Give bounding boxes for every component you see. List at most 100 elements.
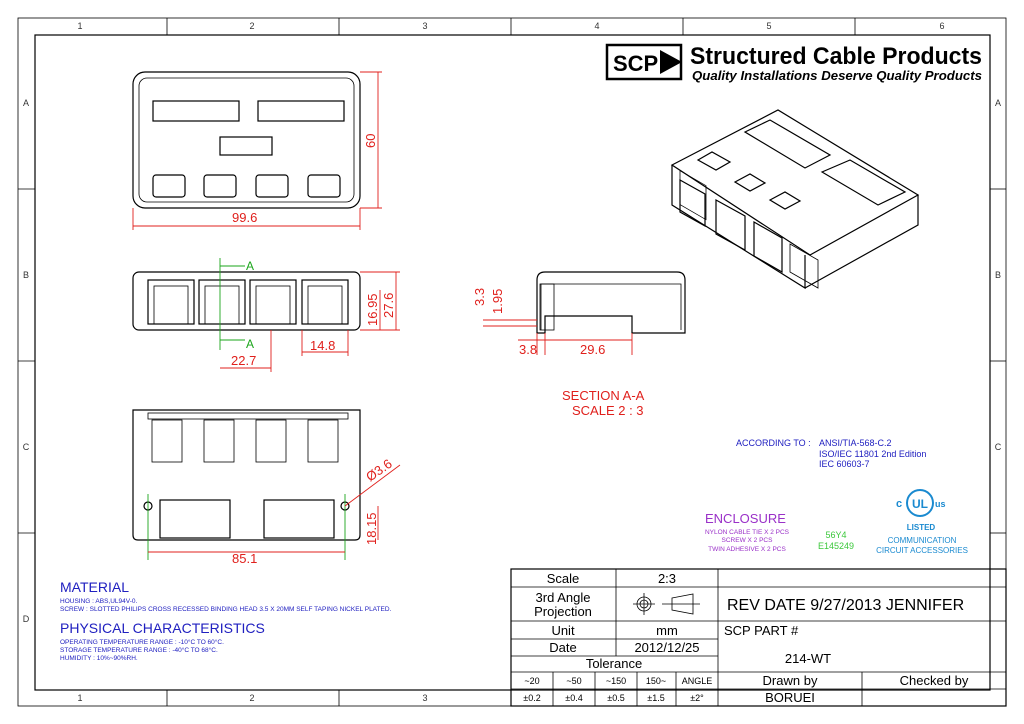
- svg-text:Unit: Unit: [551, 623, 575, 638]
- svg-text:NYLON CABLE TIE X 2 PCS: NYLON CABLE TIE X 2 PCS: [705, 529, 790, 536]
- svg-text:60: 60: [363, 134, 378, 148]
- svg-text:Drawn by: Drawn by: [763, 673, 818, 688]
- section-view: [536, 271, 686, 334]
- svg-text:3: 3: [422, 21, 427, 31]
- svg-text:3rd Angle: 3rd Angle: [536, 590, 591, 605]
- grid-labels: 1 2 3 4 5 6 1 2 3 A B C D A B C: [23, 21, 1002, 703]
- svg-text:MATERIAL: MATERIAL: [60, 579, 129, 595]
- front-view: [132, 71, 361, 209]
- svg-text:C: C: [995, 442, 1002, 452]
- svg-text:ENCLOSURE: ENCLOSURE: [705, 511, 786, 526]
- section-dimensions: 3.3 1.95 3.8 29.6: [472, 288, 633, 357]
- svg-text:Quality Installations Deserve: Quality Installations Deserve Quality Pr…: [692, 68, 982, 83]
- svg-text:CIRCUIT ACCESSORIES: CIRCUIT ACCESSORIES: [876, 546, 968, 555]
- svg-text:2: 2: [249, 21, 254, 31]
- company-logo: SCP Structured Cable Products Quality In…: [605, 43, 982, 83]
- svg-text:HOUSING : ABS,UL94V-0.: HOUSING : ABS,UL94V-0.: [60, 598, 138, 605]
- svg-text:COMMUNICATION: COMMUNICATION: [888, 536, 957, 545]
- grid-ticks: [18, 18, 1006, 706]
- svg-text:Checked by: Checked by: [900, 673, 969, 688]
- svg-text:A: A: [246, 259, 254, 273]
- svg-text:1: 1: [77, 693, 82, 703]
- svg-text:STORAGE TEMPERATURE RANGE : -4: STORAGE TEMPERATURE RANGE : -40°C TO 68°…: [60, 646, 218, 654]
- svg-text:SCREW : SLOTTED PHILIPS CROSS: SCREW : SLOTTED PHILIPS CROSS RECESSED B…: [60, 606, 392, 613]
- svg-text:±1.5: ±1.5: [647, 693, 664, 703]
- svg-text:85.1: 85.1: [232, 551, 257, 566]
- svg-text:C: C: [23, 442, 30, 452]
- isometric-view: [670, 109, 920, 290]
- side-view: [132, 271, 361, 331]
- svg-text:LISTED: LISTED: [907, 523, 936, 532]
- side-dimensions: A A 22.7 14.8 16.95 27.6: [219, 258, 400, 372]
- svg-text:56Y4: 56Y4: [825, 530, 846, 540]
- svg-text:ANGLE: ANGLE: [682, 676, 713, 686]
- svg-text:±0.5: ±0.5: [607, 693, 624, 703]
- svg-text:5: 5: [766, 21, 771, 31]
- svg-text:2: 2: [249, 693, 254, 703]
- svg-text:2012/12/25: 2012/12/25: [634, 640, 699, 655]
- enclosure-notes: ENCLOSURE NYLON CABLE TIE X 2 PCS SCREW …: [705, 511, 854, 553]
- svg-text:TWIN ADHESIVE X 2 PCS: TWIN ADHESIVE X 2 PCS: [708, 546, 786, 553]
- svg-text:Structured Cable Products: Structured Cable Products: [690, 43, 982, 70]
- svg-text:22.7: 22.7: [231, 353, 256, 368]
- svg-text:UL: UL: [912, 497, 928, 511]
- svg-text:Date: Date: [549, 640, 576, 655]
- section-scale: SCALE 2 : 3: [572, 403, 644, 418]
- svg-text:~50: ~50: [566, 676, 581, 686]
- svg-text:6: 6: [939, 21, 944, 31]
- svg-text:B: B: [23, 270, 29, 280]
- svg-text:E145249: E145249: [818, 541, 854, 551]
- svg-text:27.6: 27.6: [381, 293, 396, 318]
- svg-text:~20: ~20: [524, 676, 539, 686]
- svg-text:14.8: 14.8: [310, 338, 335, 353]
- svg-text:IEC 60603-7: IEC 60603-7: [819, 459, 870, 469]
- svg-text:3: 3: [422, 693, 427, 703]
- svg-text:Projection: Projection: [534, 604, 592, 619]
- svg-text:ACCORDING TO :: ACCORDING TO :: [736, 438, 811, 448]
- svg-text:3.3: 3.3: [472, 288, 487, 306]
- ul-listed-mark: c UL us LISTED COMMUNICATION CIRCUIT ACC…: [876, 489, 968, 555]
- standards-notes: ACCORDING TO : ANSI/TIA-568-C.2 ISO/IEC …: [736, 438, 926, 469]
- svg-text:ISO/IEC 11801 2nd Edition: ISO/IEC 11801 2nd Edition: [819, 449, 926, 459]
- svg-text:~150: ~150: [606, 676, 626, 686]
- inner-frame: [34, 34, 991, 691]
- svg-text:REV DATE 9/27/2013 JENNIFER: REV DATE 9/27/2013 JENNIFER: [727, 597, 964, 614]
- material-notes: MATERIAL HOUSING : ABS,UL94V-0. SCREW : …: [60, 579, 392, 662]
- svg-text:18.15: 18.15: [364, 512, 379, 545]
- svg-text:mm: mm: [656, 623, 678, 638]
- title-block: Scale 2:3 3rd Angle Projection REV DATE …: [510, 568, 1007, 707]
- svg-text:Tolerance: Tolerance: [586, 656, 642, 671]
- svg-text:4: 4: [594, 21, 599, 31]
- front-dimensions: 99.6 60: [132, 71, 382, 230]
- svg-text:29.6: 29.6: [580, 342, 605, 357]
- svg-text:150~: 150~: [646, 676, 666, 686]
- svg-text:A: A: [246, 337, 254, 351]
- svg-text:c: c: [896, 498, 902, 510]
- svg-text:±2°: ±2°: [690, 693, 704, 703]
- svg-text:HUMIDITY : 10%~90%RH.: HUMIDITY : 10%~90%RH.: [60, 655, 138, 662]
- svg-text:±0.4: ±0.4: [565, 693, 582, 703]
- svg-text:A: A: [995, 98, 1001, 108]
- svg-text:SCREW X 2 PCS: SCREW X 2 PCS: [722, 537, 774, 544]
- svg-text:us: us: [935, 499, 946, 509]
- svg-text:214-WT: 214-WT: [785, 651, 831, 666]
- third-angle-projection-icon: [633, 593, 700, 615]
- svg-text:D: D: [23, 614, 30, 624]
- section-title: SECTION A-A: [562, 388, 645, 403]
- svg-text:OPERATING TEMPERATURE RANGE :: OPERATING TEMPERATURE RANGE : -10°C TO 6…: [60, 638, 224, 646]
- svg-text:ANSI/TIA-568-C.2: ANSI/TIA-568-C.2: [819, 438, 892, 448]
- bottom-view: [132, 409, 361, 541]
- svg-text:±0.2: ±0.2: [523, 693, 540, 703]
- svg-text:BORUEI: BORUEI: [765, 690, 815, 705]
- svg-text:B: B: [995, 270, 1001, 280]
- svg-text:99.6: 99.6: [232, 210, 257, 225]
- svg-text:A: A: [23, 98, 29, 108]
- bottom-dimensions: 85.1 Ø3.6 18.15: [147, 456, 401, 566]
- svg-text:Scale: Scale: [547, 571, 580, 586]
- svg-text:PHYSICAL CHARACTERISTICS: PHYSICAL CHARACTERISTICS: [60, 620, 265, 636]
- svg-text:2:3: 2:3: [658, 571, 676, 586]
- svg-text:SCP PART #: SCP PART #: [724, 623, 799, 638]
- svg-text:1: 1: [77, 21, 82, 31]
- svg-text:16.95: 16.95: [365, 293, 380, 326]
